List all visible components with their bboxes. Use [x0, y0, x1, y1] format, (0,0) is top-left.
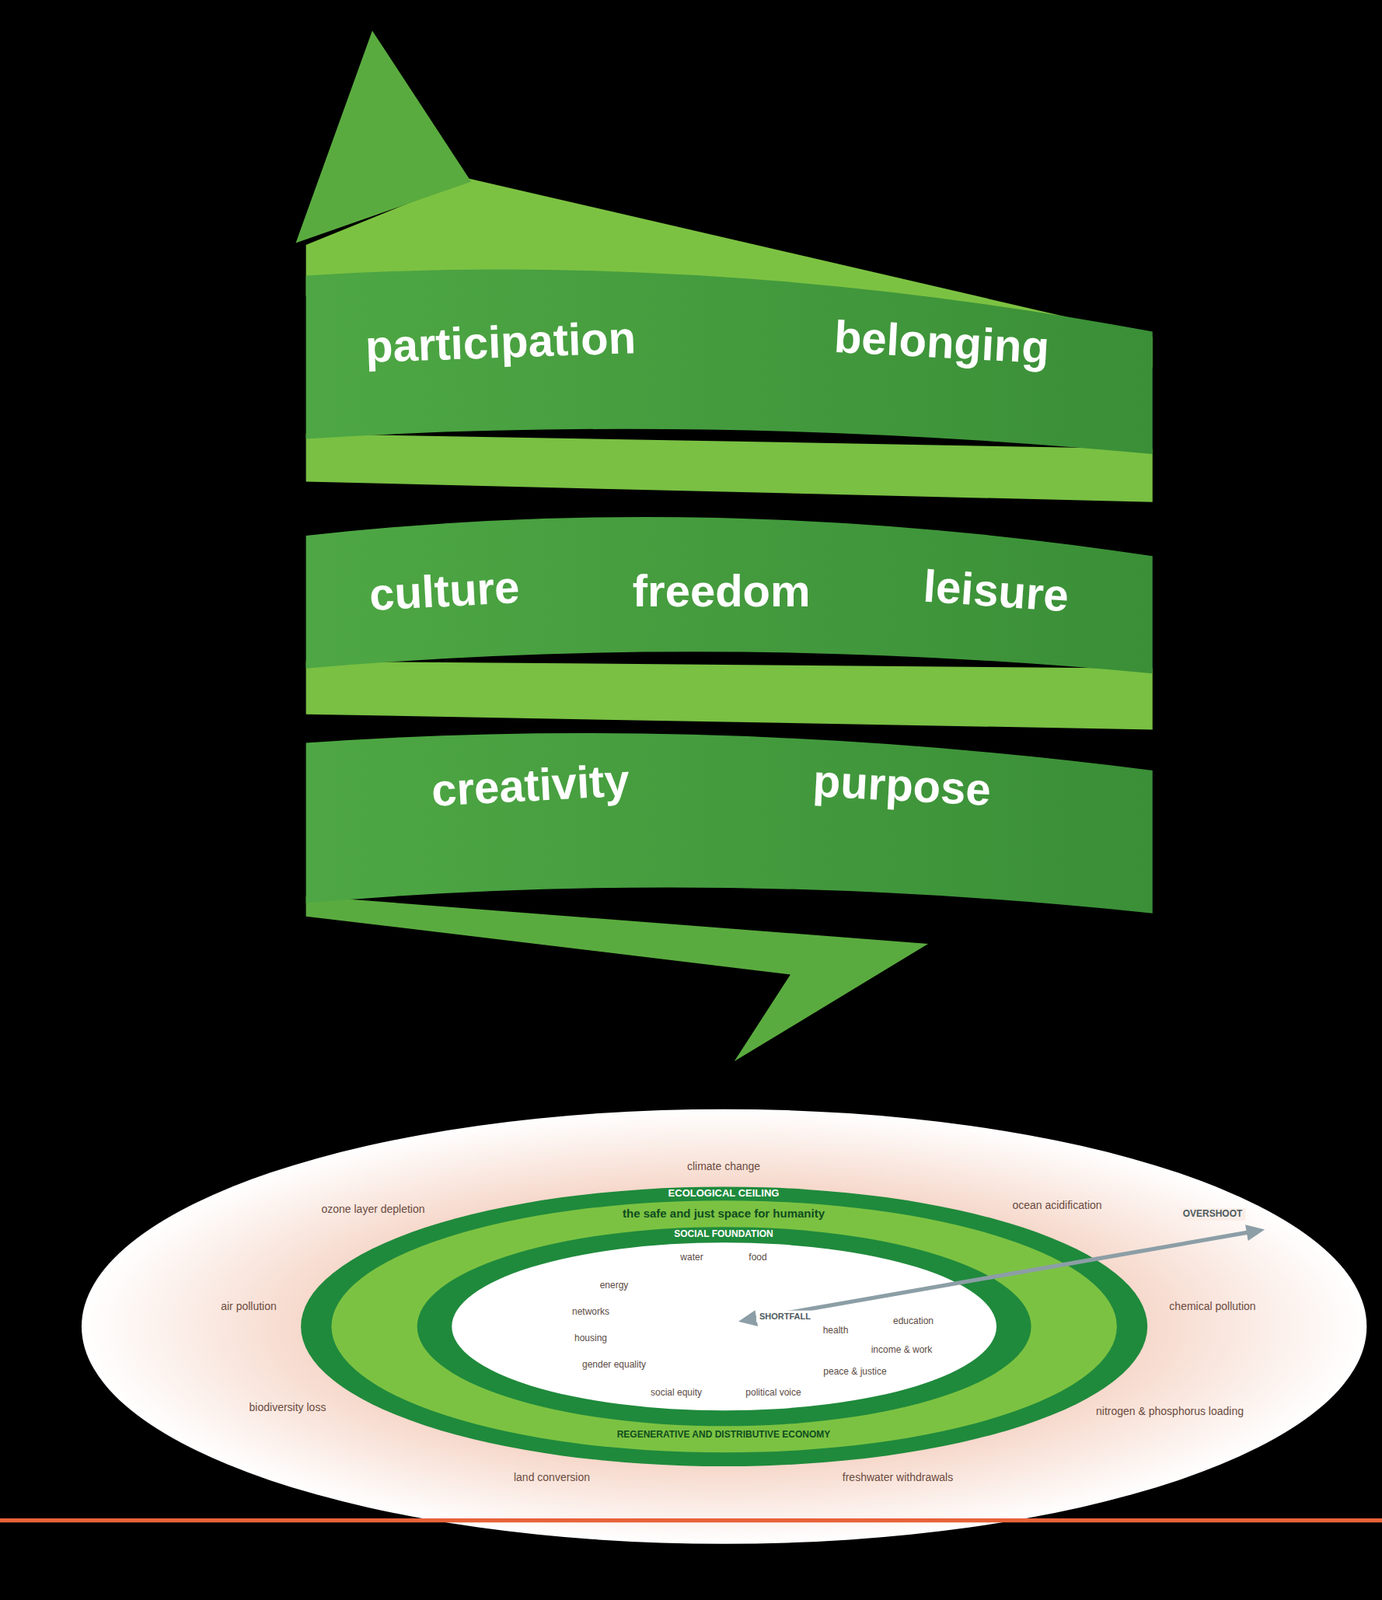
foundation-label: income & work	[871, 1344, 933, 1356]
ribbon-back	[306, 433, 1153, 503]
band-word: participation	[364, 312, 637, 372]
ribbon-tail	[306, 895, 929, 1061]
doughnut-disc	[81, 1109, 1367, 1544]
foundation-label: political voice	[745, 1387, 801, 1399]
band-word: creativity	[430, 754, 632, 815]
foundation-label: energy	[600, 1280, 629, 1292]
ceiling-label: ocean acidification	[1012, 1198, 1102, 1211]
ribbon-front	[306, 516, 1153, 674]
ceiling-label: climate change	[687, 1159, 761, 1173]
arrow-label: SHORTFALL	[756, 1310, 814, 1323]
foundation-label: housing	[574, 1333, 608, 1344]
arrow-label: OVERSHOOT	[1179, 1207, 1246, 1221]
ribbon-band: creativity purpose	[431, 750, 992, 821]
band-word: leisure	[921, 561, 1071, 622]
ring-light	[331, 1200, 1117, 1452]
ring-label: ECOLOGICAL CEILING	[668, 1187, 780, 1200]
ceiling-label: land conversion	[513, 1470, 590, 1484]
ribbon-front	[306, 269, 1153, 455]
ribbon-front	[306, 732, 1153, 914]
ceiling-label: ozone layer depletion	[321, 1202, 425, 1215]
ring-label: the safe and just space for humanity	[622, 1206, 825, 1220]
foundation-label: education	[893, 1315, 934, 1327]
foundation-label: food	[748, 1252, 767, 1264]
band-word: purpose	[812, 755, 993, 815]
ribbon-band: participation belonging	[365, 307, 1050, 377]
ring-label: REGENERATIVE AND DISTRIBUTIVE ECONOMY	[617, 1429, 831, 1441]
disc-ground	[81, 1109, 1367, 1544]
ceiling-label: freshwater withdrawals	[842, 1470, 953, 1484]
ribbon-tip	[296, 30, 472, 243]
foundation-label: gender equality	[582, 1359, 646, 1371]
orange-rule	[0, 1518, 1382, 1522]
ceiling-label: nitrogen & phosphorus loading	[1095, 1404, 1244, 1417]
foundation-label: peace & justice	[823, 1366, 887, 1378]
ceiling-label: chemical pollution	[1169, 1299, 1256, 1313]
ring-label: SOCIAL FOUNDATION	[673, 1228, 774, 1240]
band-word: freedom	[632, 565, 811, 616]
arrow-head	[1245, 1224, 1265, 1241]
ribbon-back	[306, 661, 1153, 730]
band-word: belonging	[832, 311, 1051, 373]
ring-inner	[417, 1226, 1032, 1426]
ring-outer	[300, 1186, 1148, 1466]
ribbon-band: culture freedom leisure	[369, 555, 1069, 626]
spiral-ribbon	[296, 30, 1153, 1061]
arrow-head	[738, 1309, 758, 1327]
foundation-label: social equity	[650, 1387, 702, 1399]
ceiling-label: air pollution	[220, 1299, 277, 1313]
band-word: culture	[367, 561, 520, 620]
ring-hole	[451, 1242, 997, 1410]
foundation-label: health	[823, 1325, 849, 1337]
foundation-label: networks	[572, 1306, 610, 1318]
foundation-label: water	[680, 1252, 703, 1264]
ceiling-label: biodiversity loss	[249, 1400, 327, 1414]
